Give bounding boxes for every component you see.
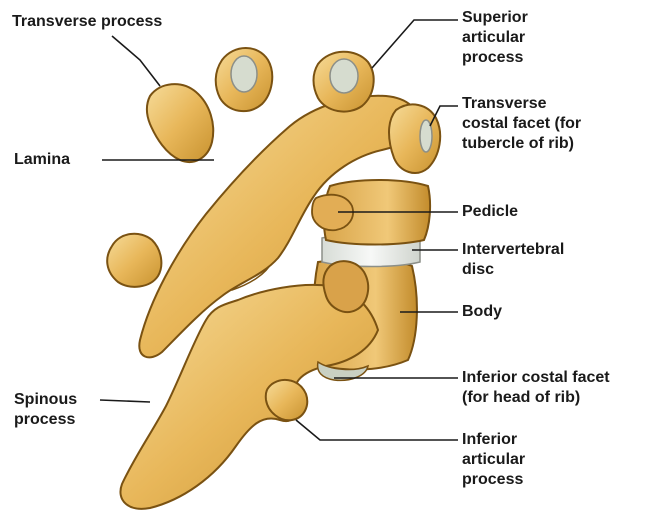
- articular-facet-left: [231, 56, 257, 92]
- leader-spinous-process: [100, 400, 150, 402]
- label-body: Body: [462, 302, 502, 322]
- label-transverse-process: Transverse process: [12, 12, 162, 32]
- label-transverse-costal-facet: Transverse costal facet (for tubercle of…: [462, 94, 581, 154]
- label-spinous-process: Spinous process: [14, 390, 77, 430]
- leader-superior-articular: [372, 20, 458, 68]
- leader-transverse-process: [112, 36, 160, 86]
- label-superior-articular-process: Superior articular process: [462, 8, 528, 68]
- label-lamina: Lamina: [14, 150, 70, 170]
- articular-facet-right: [330, 59, 358, 93]
- label-intervertebral-disc: Intervertebral disc: [462, 240, 564, 280]
- upper-transverse-process: [147, 84, 213, 162]
- label-inferior-articular-process: Inferior articular process: [462, 430, 525, 490]
- lower-superior-articular-process: [323, 261, 368, 312]
- leader-inferior-articular: [296, 420, 458, 440]
- label-pedicle: Pedicle: [462, 202, 518, 222]
- label-inferior-costal-facet: Inferior costal facet (for head of rib): [462, 368, 610, 408]
- lower-transverse-process: [107, 234, 161, 287]
